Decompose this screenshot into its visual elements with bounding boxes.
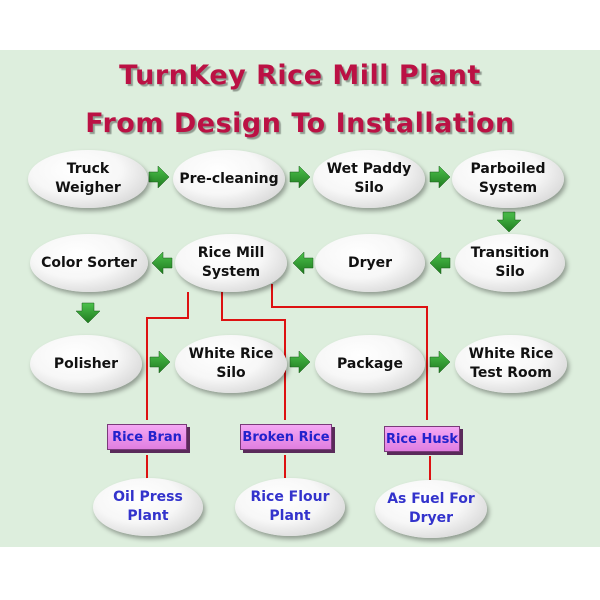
node-polisher: Polisher	[30, 335, 142, 393]
node-pre-cleaning: Pre-cleaning	[173, 150, 285, 208]
node-oil-press-plant: Oil Press Plant	[93, 478, 203, 536]
node-parboiled-system: Parboiled System	[452, 150, 564, 208]
node-truck-weigher: Truck Weigher	[28, 150, 148, 208]
arrow-left-3	[151, 251, 173, 275]
connector-to-rice-husk	[271, 284, 428, 420]
node-dryer: Dryer	[315, 234, 425, 292]
arrow-left-2	[292, 251, 314, 275]
title-line-1: TurnKey Rice Mill Plant	[119, 60, 481, 91]
arrow-right-3	[429, 165, 451, 189]
diagram-background	[0, 50, 600, 547]
product-rice-husk: Rice Husk	[384, 426, 460, 452]
node-wet-paddy-silo: Wet Paddy Silo	[313, 150, 425, 208]
arrow-left-1	[429, 251, 451, 275]
arrow-right-4	[149, 350, 171, 374]
arrow-down-2	[75, 302, 101, 324]
title-line-2: From Design To Installation	[85, 108, 515, 139]
node-rice-flour-plant: Rice Flour Plant	[235, 478, 345, 536]
node-white-rice-silo: White Rice Silo	[175, 335, 287, 393]
arrow-down-1	[496, 211, 522, 233]
arrow-right-1	[148, 165, 170, 189]
arrow-right-6	[429, 350, 451, 374]
connector-bran-to-polisher	[146, 292, 189, 420]
product-broken-rice: Broken Rice	[240, 424, 332, 450]
node-color-sorter: Color Sorter	[30, 234, 148, 292]
node-transition-silo: Transition Silo	[455, 234, 565, 292]
node-package: Package	[315, 335, 425, 393]
node-white-rice-test-room: White Rice Test Room	[455, 335, 567, 393]
product-rice-bran: Rice Bran	[107, 424, 187, 450]
node-rice-mill-system: Rice Mill System	[175, 234, 287, 292]
arrow-right-5	[289, 350, 311, 374]
node-fuel-for-dryer: As Fuel For Dryer	[375, 480, 487, 538]
arrow-right-2	[289, 165, 311, 189]
